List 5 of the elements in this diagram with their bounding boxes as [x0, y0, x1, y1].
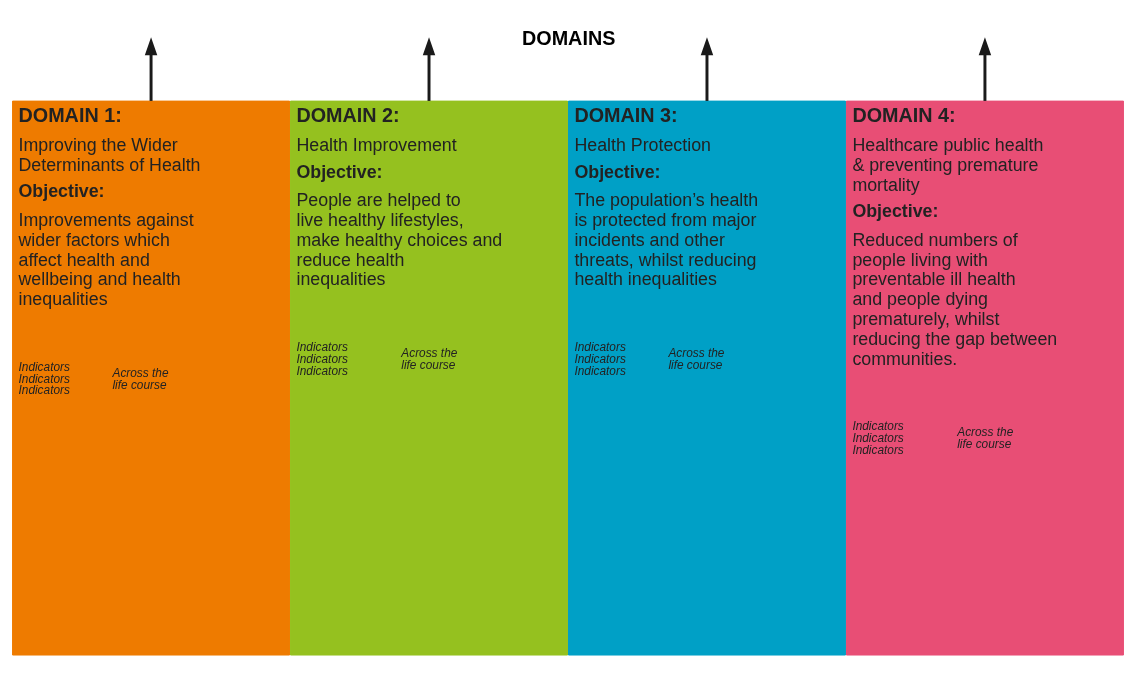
label: DOMAINS [522, 26, 616, 49]
arrow [700, 36, 714, 101]
arrow [144, 36, 158, 101]
arrow [978, 36, 992, 101]
arrow [422, 36, 436, 101]
